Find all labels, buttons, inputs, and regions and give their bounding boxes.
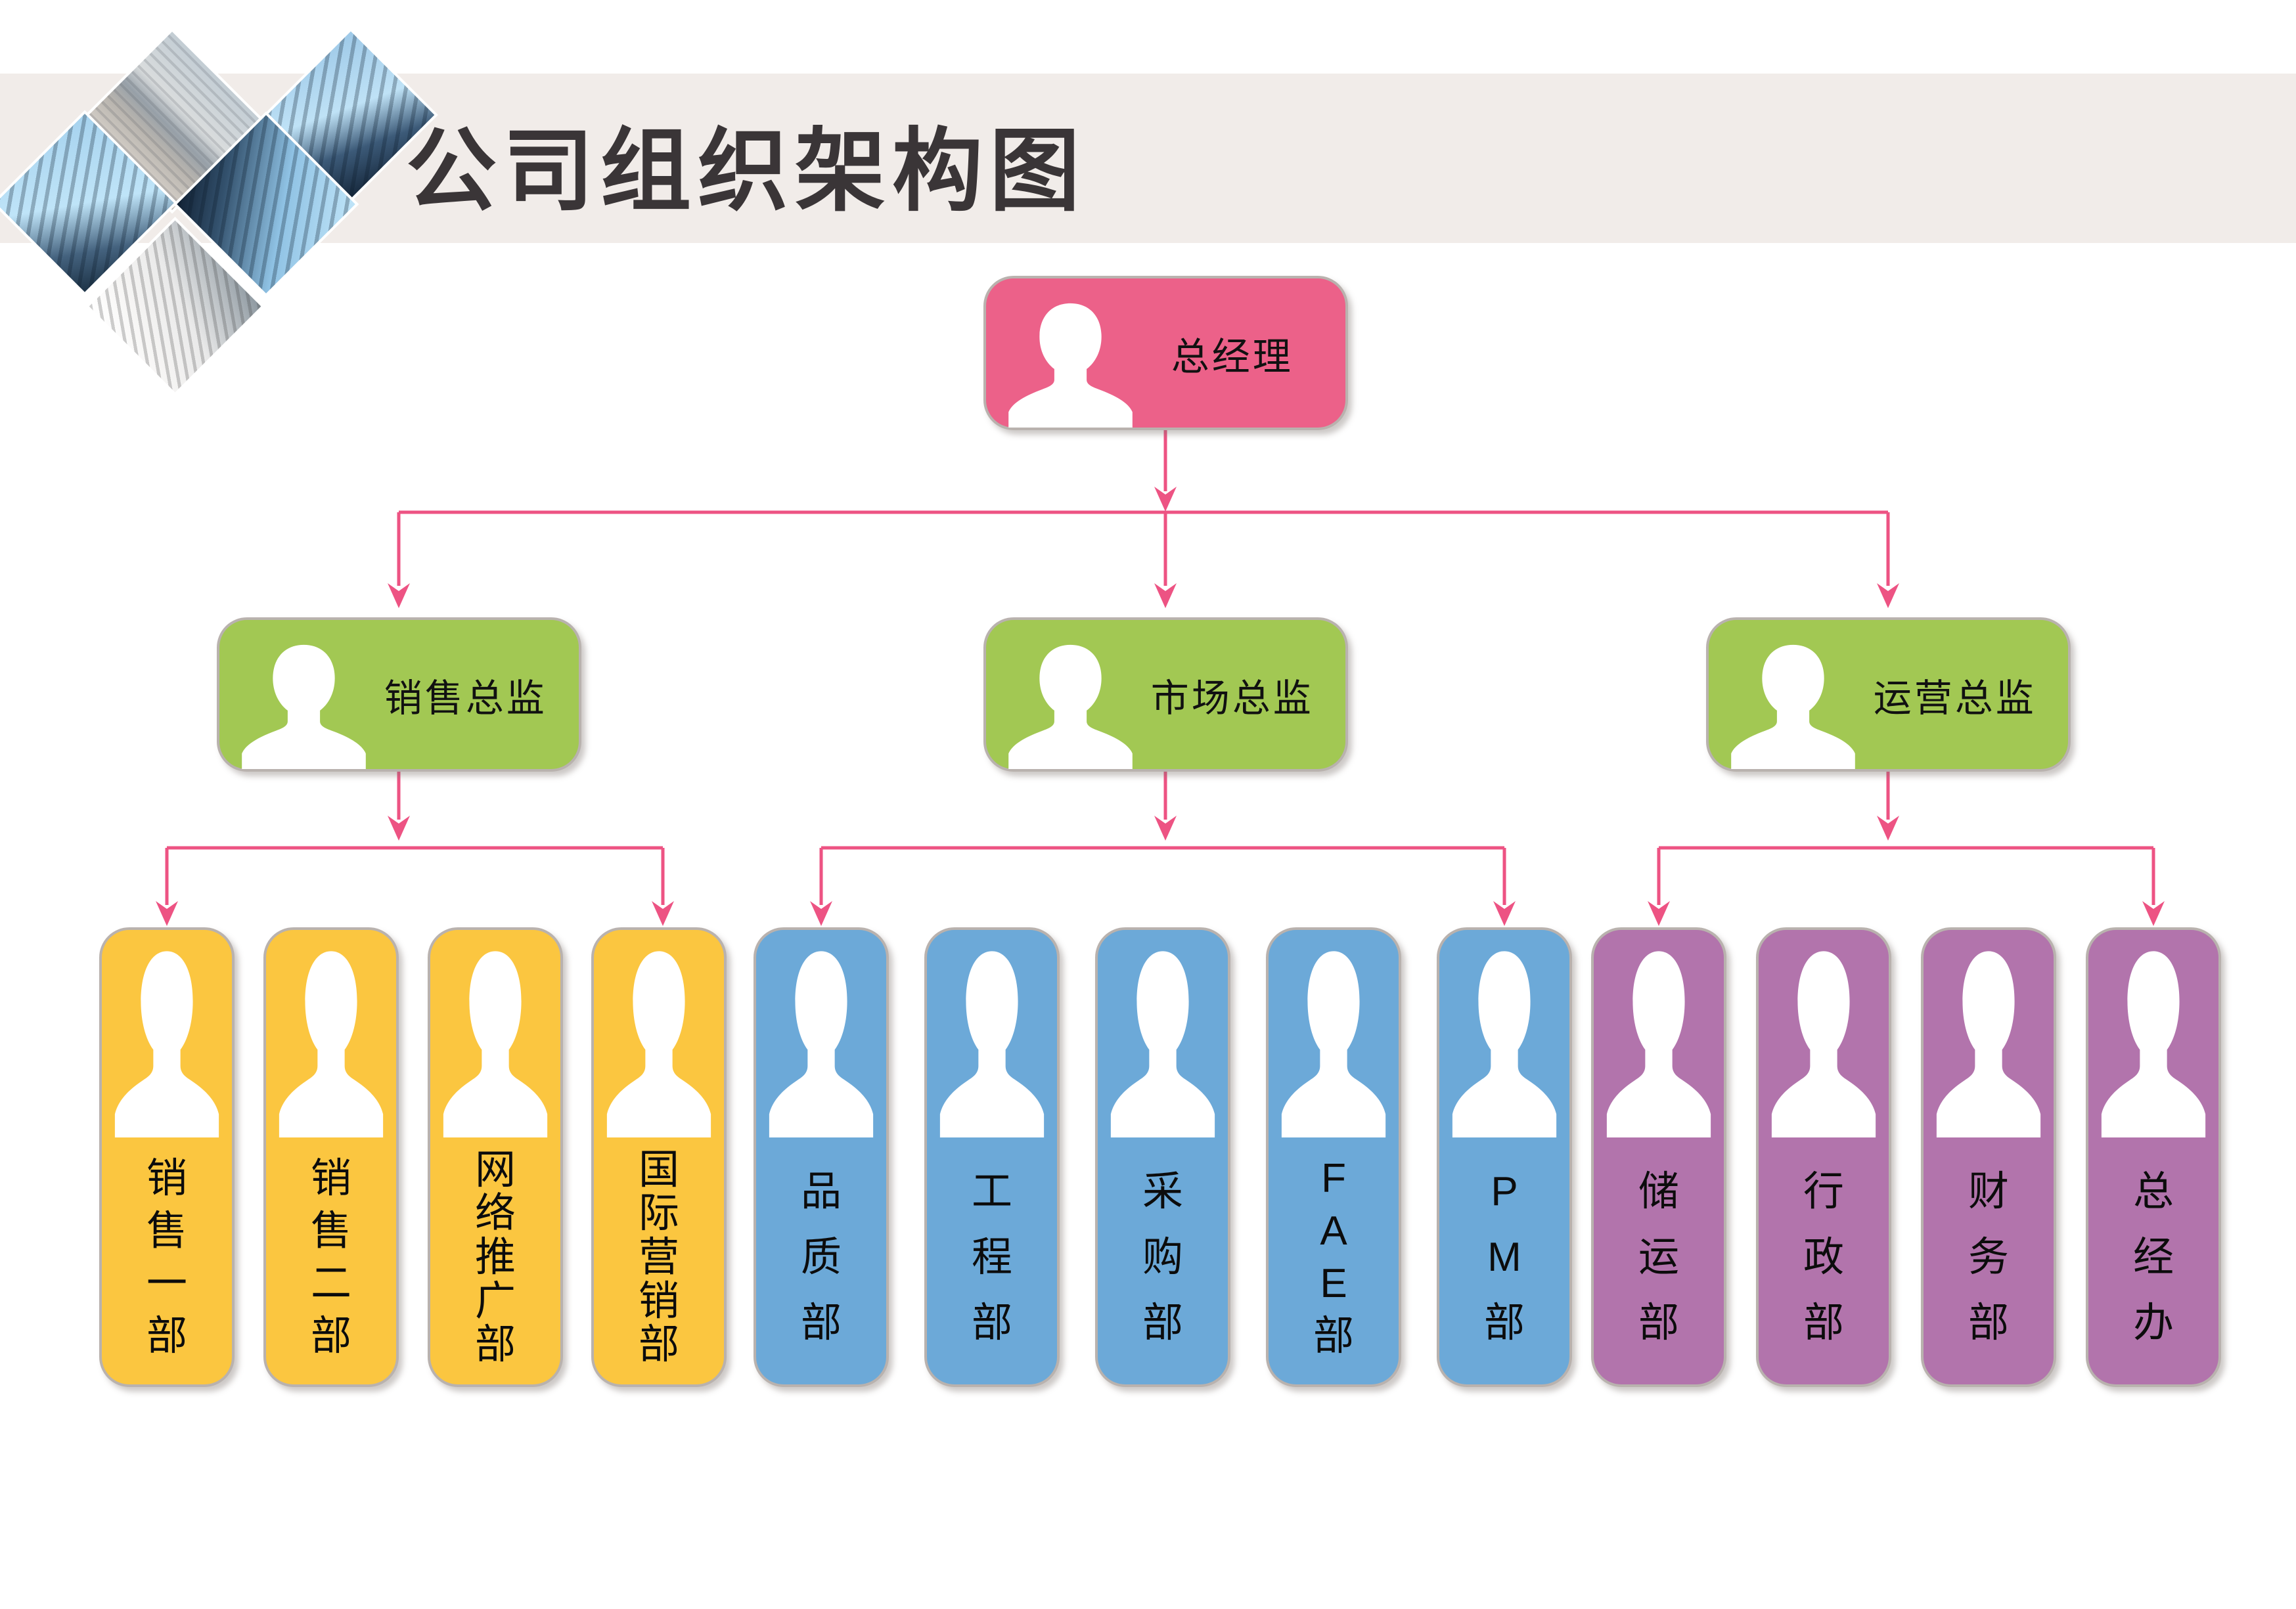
org-node-department: 储运部 bbox=[1591, 927, 1726, 1387]
org-node-label: 市场总监 bbox=[1150, 676, 1314, 720]
org-node-label: 销售总监 bbox=[384, 676, 547, 720]
person-silhouette-icon bbox=[935, 940, 1048, 1137]
org-node-department: 财务部 bbox=[1921, 927, 2056, 1387]
org-node-label: 行政部 bbox=[1803, 1169, 1844, 1346]
person-silhouette-icon bbox=[439, 940, 552, 1137]
org-node-label: 储运部 bbox=[1638, 1169, 1679, 1346]
org-node-label: 网络推广部 bbox=[474, 1147, 516, 1368]
person-silhouette-icon bbox=[1277, 940, 1390, 1137]
person-silhouette-icon bbox=[1106, 940, 1219, 1137]
person-silhouette-icon bbox=[602, 940, 715, 1137]
person-silhouette-icon bbox=[1932, 940, 2045, 1137]
org-node-label: 销售二部 bbox=[310, 1156, 351, 1359]
person-silhouette-icon bbox=[765, 940, 878, 1137]
org-node-department: 总经办 bbox=[2086, 927, 2221, 1387]
org-node-label: 销售一部 bbox=[146, 1156, 187, 1359]
org-node-label: 品质部 bbox=[800, 1169, 842, 1346]
org-node-label: 工程部 bbox=[971, 1169, 1012, 1346]
person-silhouette-icon bbox=[1602, 940, 1715, 1137]
org-node-market-director: 市场总监 bbox=[983, 617, 1348, 772]
person-silhouette-icon bbox=[1003, 638, 1138, 769]
org-node-label: 采购部 bbox=[1142, 1169, 1183, 1346]
org-node-label: 运营总监 bbox=[1873, 676, 2037, 720]
org-node-operations-director: 运营总监 bbox=[1706, 617, 2071, 772]
org-node-department: 国际营销部 bbox=[591, 927, 727, 1387]
org-node-department: 采购部 bbox=[1095, 927, 1230, 1387]
person-silhouette-icon bbox=[275, 940, 388, 1137]
person-silhouette-icon bbox=[110, 940, 223, 1137]
person-silhouette-icon bbox=[236, 638, 371, 769]
org-node-department: 网络推广部 bbox=[428, 927, 563, 1387]
person-silhouette-icon bbox=[1448, 940, 1561, 1137]
person-silhouette-icon bbox=[2097, 940, 2210, 1137]
org-node-department: 工程部 bbox=[924, 927, 1060, 1387]
person-silhouette-icon bbox=[1726, 638, 1860, 769]
org-node-label: 总经理 bbox=[1171, 335, 1294, 378]
org-node-department: 销售二部 bbox=[263, 927, 399, 1387]
org-node-department: 行政部 bbox=[1756, 927, 1891, 1387]
org-node-sales-director: 销售总监 bbox=[217, 617, 581, 772]
org-node-label: 国际营销部 bbox=[638, 1147, 679, 1368]
org-node-general-manager: 总经理 bbox=[983, 276, 1348, 430]
person-silhouette-icon bbox=[1767, 940, 1880, 1137]
org-node-label: 总经办 bbox=[2132, 1169, 2174, 1346]
page-title: 公司组织架构图 bbox=[406, 121, 1087, 222]
person-silhouette-icon bbox=[1003, 296, 1138, 428]
org-node-department: 销售一部 bbox=[99, 927, 235, 1387]
org-node-department: 品质部 bbox=[754, 927, 889, 1387]
org-node-label: 财务部 bbox=[1968, 1169, 2009, 1346]
